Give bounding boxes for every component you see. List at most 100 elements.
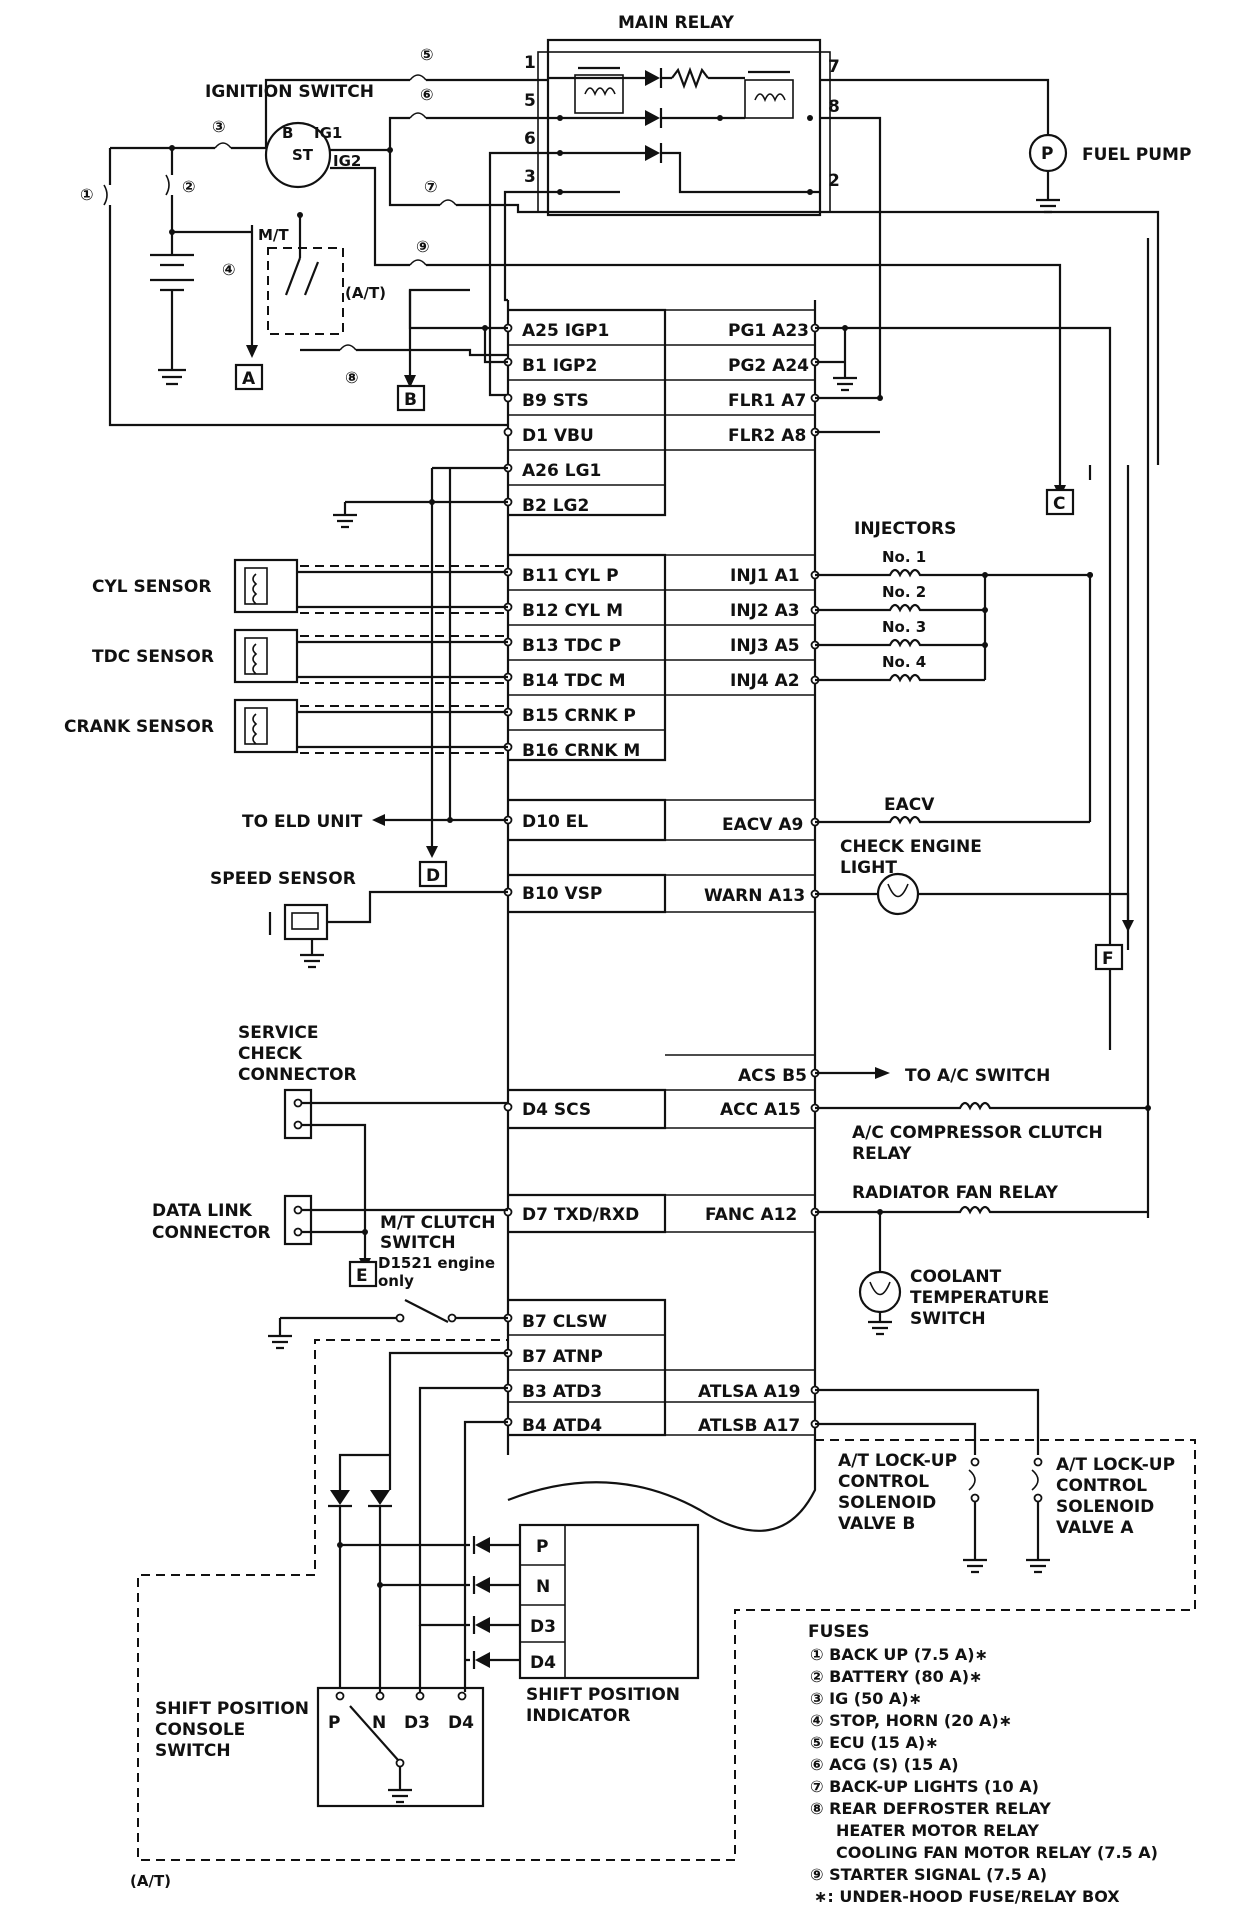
ecu-pin-inj1: INJ1 A1: [730, 566, 800, 586]
fuse-item-6: ⑥ ACG (S) (15 A): [810, 1755, 959, 1774]
solenoid-a-label-1: A/T LOCK-UP: [1056, 1455, 1175, 1475]
ecu-pin-inj2: INJ2 A3: [730, 601, 800, 621]
ecu-pin-atlsb: ATLSB A17: [698, 1416, 800, 1436]
ecu-pin-b13: B13 TDC P: [522, 636, 621, 656]
ecu-pin-a26: A26 LG1: [522, 461, 601, 481]
console-switch-label-1: SHIFT POSITION: [155, 1699, 309, 1719]
mt-clutch-switch: M/T CLUTCH SWITCH D1521 engine only: [268, 1213, 508, 1350]
indicator-d4: D4: [530, 1653, 556, 1673]
connector-c: C: [1053, 494, 1065, 514]
ecu-pin-atlsa: ATLSA A19: [698, 1382, 800, 1402]
fuel-pump: P FUEL PUMP: [820, 78, 1191, 214]
ecu-pin-flr1: FLR1 A7: [728, 391, 806, 411]
console-switch-label-2: CONSOLE: [155, 1720, 245, 1740]
fuse-item-1: ① BACK UP (7.5 A)∗: [810, 1645, 988, 1664]
injector-no2: No. 2: [882, 583, 926, 601]
at-label: (A/T): [345, 284, 386, 302]
fuse-item-7: ⑦ BACK-UP LIGHTS (10 A): [810, 1777, 1039, 1796]
ecu-pin-b16: B16 CRNK M: [522, 741, 640, 761]
mt-clutch-label-3: D1521 engine: [378, 1254, 495, 1272]
check-engine-label-2: LIGHT: [840, 858, 897, 878]
fuse-marker-7: ⑦: [424, 177, 438, 196]
ecu-pin-b10: B10 VSP: [522, 884, 602, 904]
ecu-pin-eacv: EACV A9: [722, 815, 803, 835]
service-label-1: SERVICE: [238, 1023, 319, 1043]
ecu-pin-pg1: PG1 A23: [728, 321, 809, 341]
console-p: P: [328, 1713, 340, 1733]
connector-f: F: [1102, 949, 1114, 969]
mt-label: M/T: [258, 226, 289, 244]
coolant-label-1: COOLANT: [910, 1267, 1002, 1287]
ecu-pin-b11: B11 CYL P: [522, 566, 619, 586]
fuse-item-2: ② BATTERY (80 A)∗: [810, 1667, 982, 1686]
fuse-marker-6: ⑥: [420, 85, 434, 104]
left-wiring: TO ELD UNIT D: [242, 290, 508, 888]
ecu-pin-d7: D7 TXD/RXD: [522, 1205, 639, 1225]
fuse-marker-8: ⑧: [345, 368, 359, 387]
injector-no1: No. 1: [882, 548, 926, 566]
console-d4: D4: [448, 1713, 474, 1733]
service-label-2: CHECK: [238, 1044, 303, 1064]
radiator-fan-relay-label: RADIATOR FAN RELAY: [852, 1183, 1059, 1203]
check-engine-label-1: CHECK ENGINE: [840, 837, 982, 857]
ecu-pin-d4: D4 SCS: [522, 1100, 591, 1120]
ig-terminal-ig1: IG1: [314, 124, 342, 142]
ecu-pin-d10: D10 EL: [522, 812, 588, 832]
connector-b: B: [404, 390, 417, 410]
console-n: N: [372, 1713, 386, 1733]
relay-pin-7: 7: [828, 57, 840, 77]
tdc-sensor: TDC SENSOR: [92, 628, 508, 684]
fuse-marker-9: ⑨: [416, 237, 430, 256]
injector-no4: No. 4: [882, 653, 926, 671]
coolant-label-2: TEMPERATURE: [910, 1288, 1049, 1308]
service-label-3: CONNECTOR: [238, 1065, 357, 1085]
ecu-pin-b9: B9 STS: [522, 391, 589, 411]
coolant-label-3: SWITCH: [910, 1309, 986, 1329]
console-switch-label-3: SWITCH: [155, 1741, 231, 1761]
connector-d: D: [426, 866, 440, 886]
indicator-n: N: [536, 1577, 550, 1597]
crank-sensor: CRANK SENSOR: [64, 698, 508, 754]
relay-pin-6: 6: [524, 129, 536, 149]
fuse-item-3: ③ IG (50 A)∗: [810, 1689, 922, 1708]
relay-pin-8: 8: [828, 97, 840, 117]
ig-terminal-b: B: [282, 124, 293, 142]
solenoid-a-label-3: SOLENOID: [1056, 1497, 1154, 1517]
to-eld-label: TO ELD UNIT: [242, 812, 363, 832]
ecu-pin-flr2: FLR2 A8: [728, 426, 806, 446]
fuse-item-5: ⑤ ECU (15 A)∗: [810, 1733, 939, 1752]
solenoid-b-label-2: CONTROL: [838, 1472, 929, 1492]
fuse-footnote: ∗: UNDER-HOOD FUSE/RELAY BOX: [814, 1887, 1120, 1906]
data-link-connector: DATA LINK CONNECTOR E: [152, 1194, 508, 1288]
connector-e: E: [356, 1266, 368, 1286]
relay-pin-1: 1: [524, 53, 536, 73]
shift-position: P N D3 D4 SHIFT POSITION INDICATOR P N D…: [130, 1351, 700, 1890]
ecu-pin-b7-atnp: B7 ATNP: [522, 1347, 603, 1367]
shift-indicator-label-2: INDICATOR: [526, 1706, 630, 1726]
ecu-pin-d1: D1 VBU: [522, 426, 594, 446]
mt-clutch-label-4: only: [378, 1272, 414, 1290]
ecu-pin-a25: A25 IGP1: [522, 321, 609, 341]
ecu-pin-b2: B2 LG2: [522, 496, 589, 516]
console-d3: D3: [404, 1713, 430, 1733]
ecu-pin-pg2: PG2 A24: [728, 356, 809, 376]
mt-clutch-label-2: SWITCH: [380, 1233, 456, 1253]
fuses-title: FUSES: [808, 1622, 870, 1642]
fuse-marker-4: ④: [222, 260, 236, 279]
eacv-label: EACV: [884, 795, 935, 815]
mt-clutch-label-1: M/T CLUTCH: [380, 1213, 495, 1233]
solenoid-a-label-4: VALVE A: [1056, 1518, 1134, 1538]
injector-no3: No. 3: [882, 618, 926, 636]
data-link-label-2: CONNECTOR: [152, 1223, 271, 1243]
ecu-pin-inj3: INJ3 A5: [730, 636, 800, 656]
indicator-d3: D3: [530, 1617, 556, 1637]
cyl-sensor: CYL SENSOR: [92, 558, 508, 614]
service-check-connector: SERVICE CHECK CONNECTOR: [238, 1023, 508, 1265]
injectors-label: INJECTORS: [854, 519, 956, 539]
ignition-switch: IGNITION SWITCH B IG1 ST IG2 ① ③ ② M/T ⑤: [80, 45, 1160, 490]
fuel-pump-label: FUEL PUMP: [1082, 145, 1191, 165]
ecu-pin-b15: B15 CRNK P: [522, 706, 636, 726]
ecu-pin-b1: B1 IGP2: [522, 356, 597, 376]
